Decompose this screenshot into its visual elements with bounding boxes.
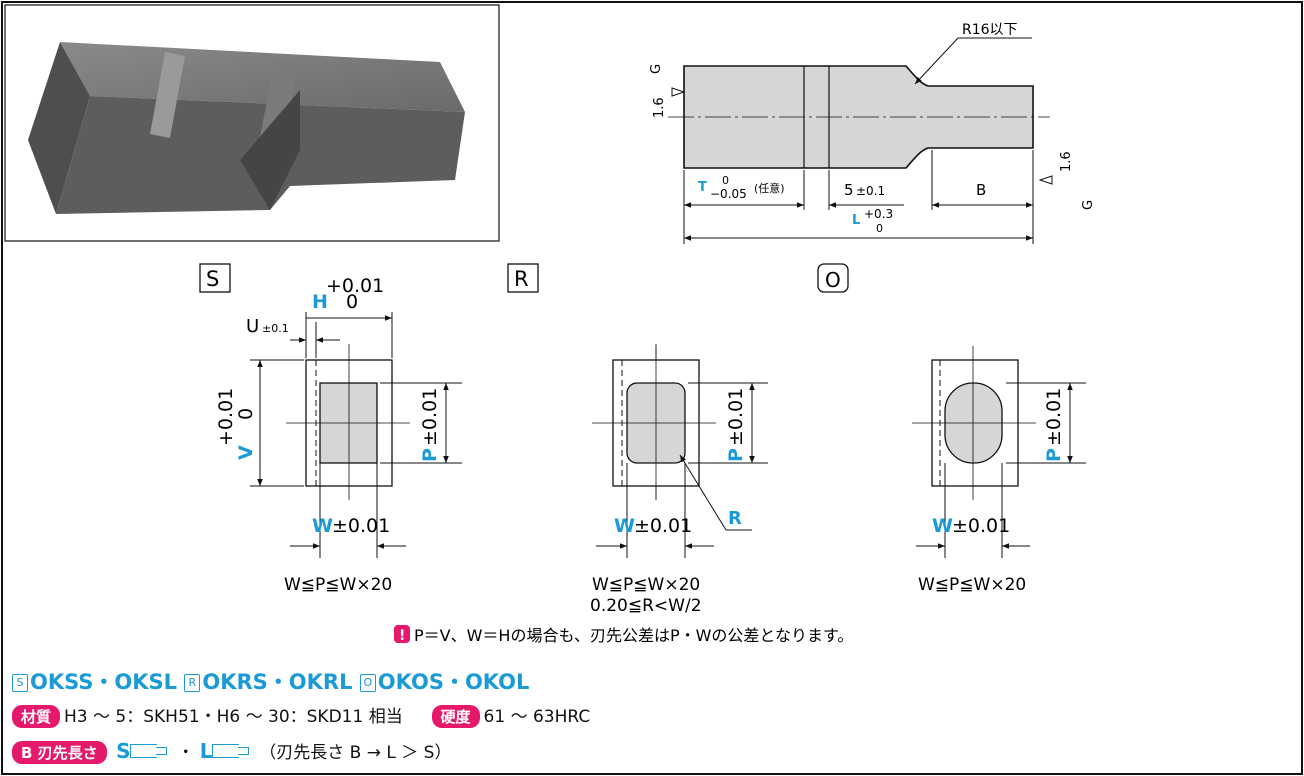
radius-note: R16以下: [962, 22, 1018, 38]
blade-note: （刃先長さ B → L ＞ S）: [259, 743, 452, 763]
material-badge: 材質: [12, 705, 61, 728]
h-tol-lower: 0: [346, 291, 358, 313]
blade-length-line: B 刃先長さ S ・ L （刃先長さ B → L ＞ S）: [12, 738, 451, 764]
dim-t-note: (任意): [754, 181, 785, 195]
roughness-right-mark: G: [1081, 200, 1096, 210]
note-text: P＝V、W＝Hの場合も、刃先公差はP・Wの公差となります。: [414, 626, 853, 645]
v-tol-upper: +0.01: [215, 388, 237, 446]
punch-photo: [28, 42, 465, 214]
w-label-r: W: [614, 515, 635, 537]
codes-s: OKSS・OKSL: [30, 670, 178, 694]
code-mark-o: O: [359, 674, 376, 692]
r-label: R: [728, 508, 742, 529]
marker-r-box: [507, 263, 539, 293]
section-s: +0.01 0 H U ±0.1 +0.01 0 V P ±0.01 W ±0.…: [215, 275, 462, 595]
marker-r: R: [514, 267, 529, 291]
marker-s-box: [199, 263, 231, 293]
p-label-o: P: [1043, 448, 1065, 462]
v-label: V: [235, 445, 257, 460]
cond-r1: W≦P≦W×20: [592, 575, 700, 595]
dim-5-label: 5: [844, 181, 854, 199]
blade-l-slot-icon: [212, 744, 250, 758]
material-text: H3 〜 5：SKH51・H6 〜 30：SKD11 相当: [64, 707, 403, 727]
codes-o: OKOS・OKOL: [377, 670, 530, 694]
section-o: P ±0.01 W ±0.01 W≦P≦W×20: [912, 346, 1086, 595]
blade-sep: ・: [177, 743, 195, 763]
h-tol-upper: +0.01: [326, 275, 384, 297]
w-tol-r: ±0.01: [634, 515, 692, 537]
w-label-s: W: [312, 515, 333, 537]
code-mark-r: R: [184, 674, 201, 692]
dim-t-upper: 0: [722, 174, 729, 187]
roughness-left: 1.6: [652, 97, 667, 118]
dim-t-label: T: [698, 180, 707, 195]
hardness-badge: 硬度: [431, 705, 480, 728]
cond-r2: 0.20≦R<W/2: [590, 596, 702, 616]
dim-b-label: B: [976, 181, 986, 199]
marker-o: O: [825, 268, 841, 292]
w-tol-o: ±0.01: [952, 515, 1010, 537]
w-tol-s: ±0.01: [332, 515, 390, 537]
dim-l-upper: +0.3: [864, 207, 893, 221]
code-mark-s: S: [12, 674, 28, 692]
u-tol: ±0.1: [262, 322, 289, 335]
roughness-right: 1.6: [1059, 151, 1074, 172]
side-view: R16以下 1.6 G 1.6 G T 0 −0.05 (任意) 5 ±0.1 …: [649, 22, 1096, 244]
p-tol-o: ±0.01: [1043, 388, 1065, 446]
h-label: H: [312, 291, 328, 313]
dim-l-lower: 0: [876, 222, 883, 235]
marker-s: S: [206, 267, 219, 291]
dim-5-tol: ±0.1: [856, 184, 885, 198]
section-r: P ±0.01 R W ±0.01 W≦P≦W×20 0.20≦R<W/2: [590, 344, 768, 616]
dim-t-lower: −0.05: [710, 187, 747, 201]
marker-o-box: [817, 263, 849, 293]
blade-l: L: [199, 739, 213, 763]
note-icon-box: [394, 625, 410, 643]
codes-r: OKRS・OKRL: [202, 670, 353, 694]
hardness-text: 61 〜 63HRC: [483, 707, 591, 727]
p-tol-r: ±0.01: [725, 388, 747, 446]
blade-s-slot-icon: [130, 744, 168, 758]
roughness-left-mark: G: [649, 64, 664, 74]
cond-s: W≦P≦W×20: [284, 575, 392, 595]
blade-s: S: [116, 739, 131, 763]
cond-o: W≦P≦W×20: [918, 575, 1026, 595]
p-label-r: P: [725, 448, 747, 462]
p-tol-s: ±0.01: [419, 388, 441, 446]
note-icon: !: [399, 628, 405, 644]
w-label-o: W: [932, 515, 953, 537]
dim-l-label: L: [852, 213, 860, 228]
blade-badge: B 刃先長さ: [12, 741, 107, 764]
u-label: U: [246, 316, 259, 337]
p-label-s: P: [419, 448, 441, 462]
v-tol-lower: 0: [235, 408, 257, 420]
